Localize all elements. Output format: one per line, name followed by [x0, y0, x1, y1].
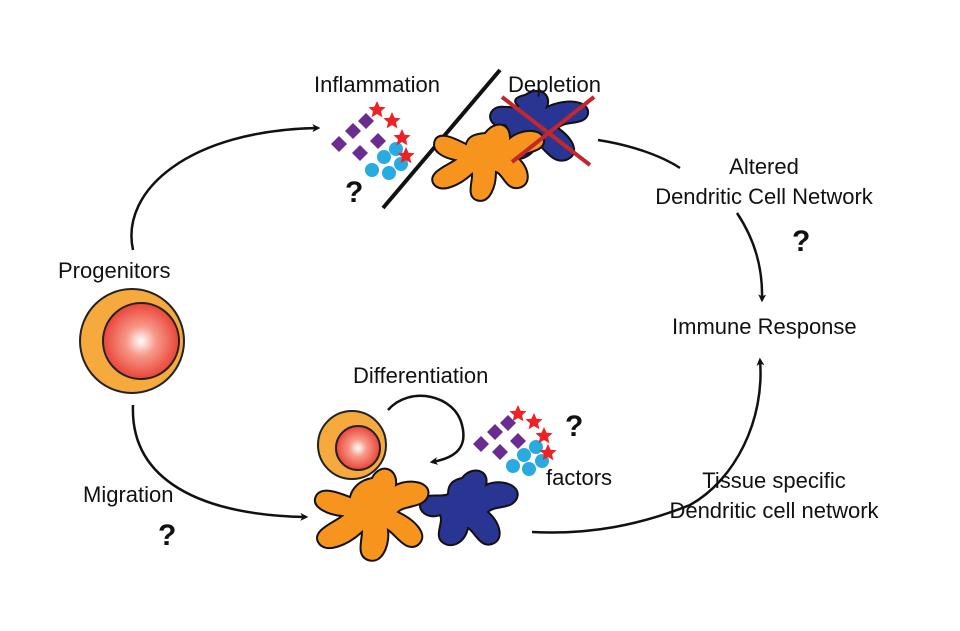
- inflammation-factors-icon: [331, 101, 415, 180]
- label-altered-line2: Dendritic Cell Network: [655, 184, 874, 209]
- bottom-blue-dendritic-cell-icon: [419, 469, 519, 547]
- question-mark-altered: ?: [792, 225, 810, 258]
- question-mark-inflammation: ?: [345, 176, 363, 209]
- tissue-factors-icon: [473, 405, 557, 476]
- label-altered-line1: Altered: [729, 154, 799, 179]
- label-migration: Migration: [83, 482, 173, 507]
- label-immune-response: Immune Response: [672, 314, 857, 339]
- arrow-progenitors-to-inflammation: [130, 124, 321, 251]
- depletion-cross-icon: [500, 95, 596, 167]
- label-factors: factors: [546, 465, 612, 490]
- differentiating-progenitor-icon: [317, 410, 387, 480]
- bottom-orange-dendritic-cell-icon: [313, 467, 430, 562]
- arrow-depletion-to-altered: [597, 138, 681, 170]
- arrow-network-to-immune: [531, 357, 765, 534]
- label-differentiation: Differentiation: [353, 363, 488, 388]
- label-inflammation: Inflammation: [314, 72, 440, 97]
- orange-dendritic-cell-icon: [431, 123, 546, 202]
- label-progenitors: Progenitors: [58, 258, 171, 283]
- arrow-differentiation-loop: [387, 394, 465, 465]
- question-mark-migration: ?: [158, 519, 176, 552]
- label-tissue-line1: Tissue specific: [702, 468, 845, 493]
- question-mark-factors: ?: [565, 410, 583, 443]
- arrow-progenitors-to-migration: [131, 404, 309, 521]
- label-depletion: Depletion: [508, 72, 601, 97]
- progenitor-cell-icon: [79, 288, 185, 394]
- arrow-altered-to-immune: [735, 212, 767, 303]
- label-tissue-line2: Dendritic cell network: [669, 498, 879, 523]
